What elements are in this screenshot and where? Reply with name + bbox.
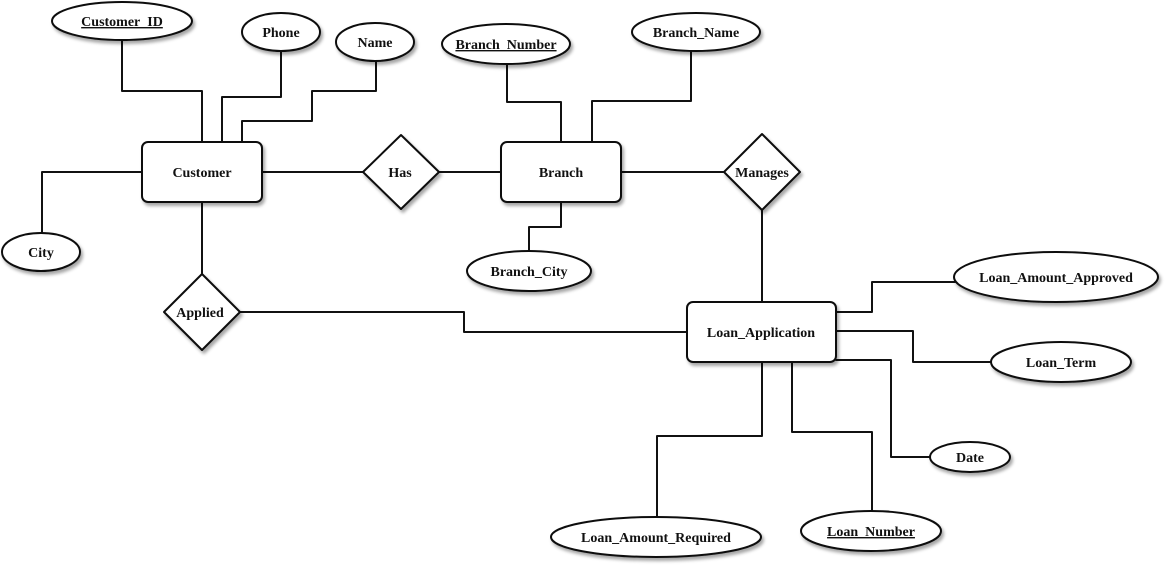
entity-label: Customer (172, 166, 231, 181)
attribute-label: Customer_ID (81, 15, 163, 30)
attribute-ellipse (51, 1, 193, 41)
attribute-ellipse (335, 22, 415, 62)
attribute-loan-amount-approved[interactable]: Loan_Amount_Approved (953, 251, 1159, 303)
attribute-ellipse (990, 341, 1132, 383)
attribute-label: Loan_Term (1026, 356, 1097, 371)
relationship-diamond (362, 134, 440, 210)
attribute-loan-term[interactable]: Loan_Term (990, 341, 1132, 383)
entity-label: Loan_Application (707, 326, 815, 341)
attribute-label: Loan_Amount_Approved (979, 271, 1133, 286)
edge-customer-name (241, 60, 377, 143)
attribute-ellipse (466, 250, 592, 292)
entity-loan-application[interactable]: Loan_Application (686, 301, 837, 363)
attributes: Customer_ID Phone Name City Branch_Numbe… (1, 1, 1159, 558)
edge-branch-branch-name (591, 50, 692, 143)
attribute-branch-city[interactable]: Branch_City (466, 250, 592, 292)
attribute-label: Name (358, 36, 393, 51)
relationship-diamond (163, 273, 241, 351)
edge-loan-application-loan-number (791, 361, 873, 513)
edge-customer-customer-id (121, 39, 203, 143)
edge-branch-branch-city (528, 201, 562, 252)
attribute-phone[interactable]: Phone (241, 12, 321, 52)
attribute-ellipse (550, 516, 762, 558)
attribute-name[interactable]: Name (335, 22, 415, 62)
edge-branch-branch-number (506, 63, 562, 143)
relationship-diamond (723, 133, 801, 211)
attribute-ellipse (953, 251, 1159, 303)
attribute-label: Loan_Amount_Required (581, 531, 731, 546)
edge-loan-application-date (835, 359, 932, 458)
entity-box (500, 141, 622, 203)
edge-loan-application-loan-term (835, 330, 993, 363)
edge-loan-application-loan-amount-required (656, 361, 763, 519)
edge-customer-city (41, 171, 143, 233)
attribute-ellipse (241, 12, 321, 52)
attribute-loan-amount-required[interactable]: Loan_Amount_Required (550, 516, 762, 558)
relationship-label: Applied (176, 306, 224, 321)
attribute-branch-number[interactable]: Branch_Number (441, 23, 571, 65)
entity-box (141, 141, 263, 203)
attribute-loan-number[interactable]: Loan_Number (800, 510, 942, 552)
edge-applied-loan-application (239, 311, 688, 333)
attribute-branch-name[interactable]: Branch_Name (631, 12, 761, 52)
attribute-label: Branch_City (491, 265, 568, 280)
relationship-label: Manages (735, 166, 789, 181)
attribute-label: City (28, 246, 54, 261)
attribute-date[interactable]: Date (929, 441, 1011, 473)
attribute-label: Date (956, 451, 984, 466)
relationship-has[interactable]: Has (362, 134, 440, 210)
edge-customer-phone (221, 50, 282, 143)
relationship-label: Has (388, 166, 412, 181)
relationships: Has Manages Applied (163, 133, 801, 351)
attribute-ellipse (800, 510, 942, 552)
relationship-applied[interactable]: Applied (163, 273, 241, 351)
attribute-ellipse (929, 441, 1011, 473)
attribute-customer-id[interactable]: Customer_ID (51, 1, 193, 41)
attribute-ellipse (1, 232, 81, 272)
entity-label: Branch (539, 166, 584, 181)
relationship-manages[interactable]: Manages (723, 133, 801, 211)
attribute-label: Loan_Number (827, 525, 915, 540)
attribute-label: Branch_Number (455, 38, 556, 53)
attribute-label: Branch_Name (653, 26, 739, 41)
entity-branch[interactable]: Branch (500, 141, 622, 203)
entities: Customer Branch Loan_Application (141, 141, 837, 363)
connectors (41, 39, 993, 519)
attribute-ellipse (441, 23, 571, 65)
attribute-label: Phone (262, 26, 299, 41)
entity-customer[interactable]: Customer (141, 141, 263, 203)
attribute-city[interactable]: City (1, 232, 81, 272)
attribute-ellipse (631, 12, 761, 52)
entity-box (686, 301, 837, 363)
edge-loan-application-loan-amount-approved (835, 281, 956, 313)
